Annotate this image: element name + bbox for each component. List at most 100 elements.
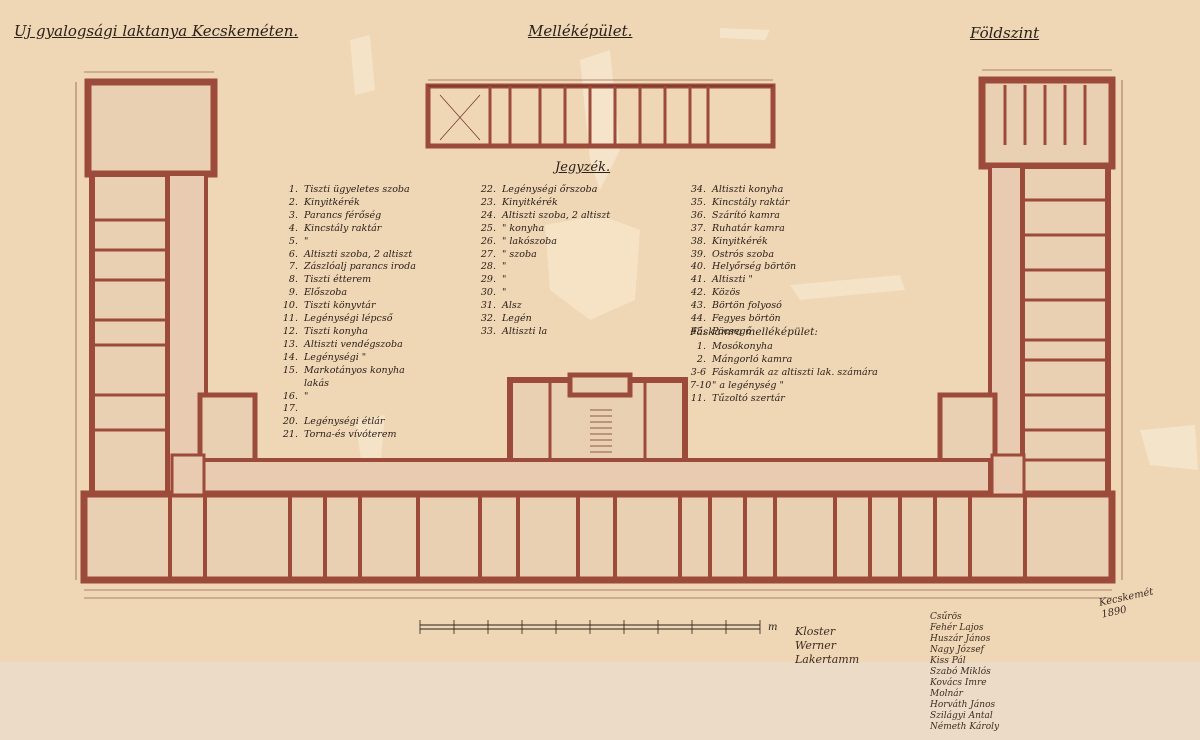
- legend-item-label: Legénységi lépcső: [304, 313, 393, 325]
- legend-item-number: 3-6: [690, 366, 706, 378]
- legend-item-label: Pöcsegő: [712, 325, 752, 337]
- legend-item-label: Fegyes börtön: [712, 313, 781, 325]
- legend-item-label: Kinyitkérék: [304, 196, 360, 208]
- legend-item-label: " a legénység ": [712, 379, 784, 391]
- legend-item-label: Alsz: [502, 300, 522, 312]
- legend-item-label: Legénységi őrszoba: [502, 184, 598, 195]
- legend-item-label: Tiszti könyvtár: [304, 300, 376, 312]
- legend-item: 15.Markotányos konyha: [282, 365, 416, 378]
- legend-item-label: " konyha: [502, 222, 545, 234]
- legend-item-number: 37.: [690, 222, 706, 234]
- signature-line: Lakertamm: [795, 653, 860, 666]
- legend-item-number: 11.: [690, 392, 706, 404]
- legend-item-label: Legénységi ": [304, 351, 367, 363]
- legend-item: 40.Helyőrség börtön: [690, 261, 796, 274]
- legend-item-label: Előszoba: [304, 287, 348, 299]
- legend-item-number: 40.: [690, 261, 706, 273]
- legend-item: 27." szoba: [480, 249, 610, 262]
- legend-item: 11.Legénységi lépcső: [282, 313, 416, 326]
- legend-item-label: Altiszti ": [712, 274, 753, 286]
- legend-item-label: Altiszti konyha: [712, 184, 784, 195]
- legend-item-number: 22.: [480, 184, 496, 195]
- legend-item-number: 1.: [696, 340, 706, 352]
- legend-item-number: 21.: [282, 429, 298, 441]
- legend-item: 39.Ostrós szoba: [690, 249, 796, 262]
- legend-item: 30. ": [480, 287, 610, 300]
- legend-item-label: Altiszti szoba, 2 altiszt: [502, 209, 611, 221]
- legend-item-number: 28.: [480, 261, 496, 273]
- legend-item-label: Legén: [502, 313, 532, 325]
- paper-stain: [355, 415, 385, 470]
- center-block: [507, 372, 688, 468]
- legend-item: 31. Alsz: [480, 300, 610, 313]
- legend-item-label: ": [502, 274, 507, 286]
- legend-item-number: 23.: [480, 196, 496, 208]
- legend-item-label: Kinyitkérék: [502, 196, 558, 208]
- legend-item-label: Ruhatár kamra: [712, 222, 785, 234]
- legend-item-number: [282, 378, 298, 391]
- legend-item: 7.Zászlóalj parancs iroda: [282, 261, 416, 274]
- legend-item-number: 36.: [690, 209, 706, 221]
- signature-line: Csűrös: [930, 612, 962, 622]
- legend-item-number: 27.: [480, 248, 496, 260]
- legend-item: 20.Legénységi étlár: [282, 416, 416, 429]
- right-wing: [937, 76, 1116, 499]
- legend-item-number: 5.: [288, 235, 298, 247]
- legend-item: 22. Legénységi őrszoba: [480, 184, 610, 197]
- paper-stain: [720, 28, 770, 40]
- legend-item-label: Kinyitkérék: [712, 235, 768, 247]
- paper-bottom-strip: [0, 662, 1200, 740]
- signature-line: Kloster: [795, 625, 836, 638]
- legend-item: 43.Börtön folyosó: [690, 300, 796, 313]
- signature-line: Németh Károly: [930, 722, 1000, 732]
- legend-item-number: 25.: [480, 222, 496, 234]
- legend-item-number: 10.: [282, 300, 298, 312]
- legend-item: 12.Tiszti konyha: [282, 326, 416, 339]
- paper-stain: [350, 35, 375, 95]
- legend-item-label: Közös: [712, 287, 741, 299]
- legend-item: 21.Torna-és vívóterem: [282, 429, 416, 442]
- legend-item-number: 20.: [282, 416, 298, 428]
- legend-item: 34. Altiszti konyha: [690, 184, 796, 197]
- legend-item: 2. Kinyitkérék: [282, 197, 416, 210]
- annex-building: [425, 79, 776, 149]
- legend-item-number: 2.: [288, 196, 298, 208]
- signature-line: Szabó Miklós: [930, 667, 991, 677]
- legend-item: 45.Pöcsegő: [690, 326, 796, 339]
- legend-item-label: Mángorló kamra: [712, 353, 793, 365]
- legend-item: 32.Legén: [480, 313, 610, 326]
- legend-item-label: Markotányos konyha: [304, 364, 405, 376]
- legend-item-number: 17.: [282, 403, 298, 415]
- signature-line: Molnár: [930, 689, 963, 699]
- legend-item: 37. Ruhatár kamra: [690, 223, 796, 236]
- legend-item-number: 1.: [288, 184, 298, 195]
- legend-item-number: 34.: [690, 184, 706, 195]
- signature-line: Werner: [795, 639, 837, 652]
- legend-item-number: 44.: [690, 313, 706, 325]
- legend-item: 38.Kinyitkérék: [690, 236, 796, 249]
- signature-line: Huszár János: [930, 634, 991, 644]
- legend-item: 29. ": [480, 274, 610, 287]
- legend-item-number: 2.: [696, 353, 706, 365]
- legend-item-number: 26.: [480, 235, 496, 247]
- legend-item: 13.Altiszti vendégszoba: [282, 339, 416, 352]
- legend-item: 1.Mosókonyha: [690, 341, 878, 354]
- legend-item-number: 31.: [480, 300, 496, 312]
- signature-line: Kiss Pál: [930, 656, 966, 666]
- legend-item-label: ": [502, 287, 507, 299]
- legend-item-number: 30.: [480, 287, 496, 299]
- paper-stain: [545, 215, 640, 320]
- legend-item-number: 16.: [282, 390, 298, 402]
- legend-item: 5. ": [282, 236, 416, 249]
- legend-item-number: 33.: [480, 325, 496, 337]
- left-wing: [84, 78, 258, 497]
- legend-item-number: 29.: [480, 274, 496, 286]
- legend-item-label: ": [304, 235, 309, 247]
- paper-stain: [1140, 425, 1198, 470]
- legend-item-number: 7-10: [690, 379, 712, 391]
- legend-item: 17.: [282, 403, 416, 416]
